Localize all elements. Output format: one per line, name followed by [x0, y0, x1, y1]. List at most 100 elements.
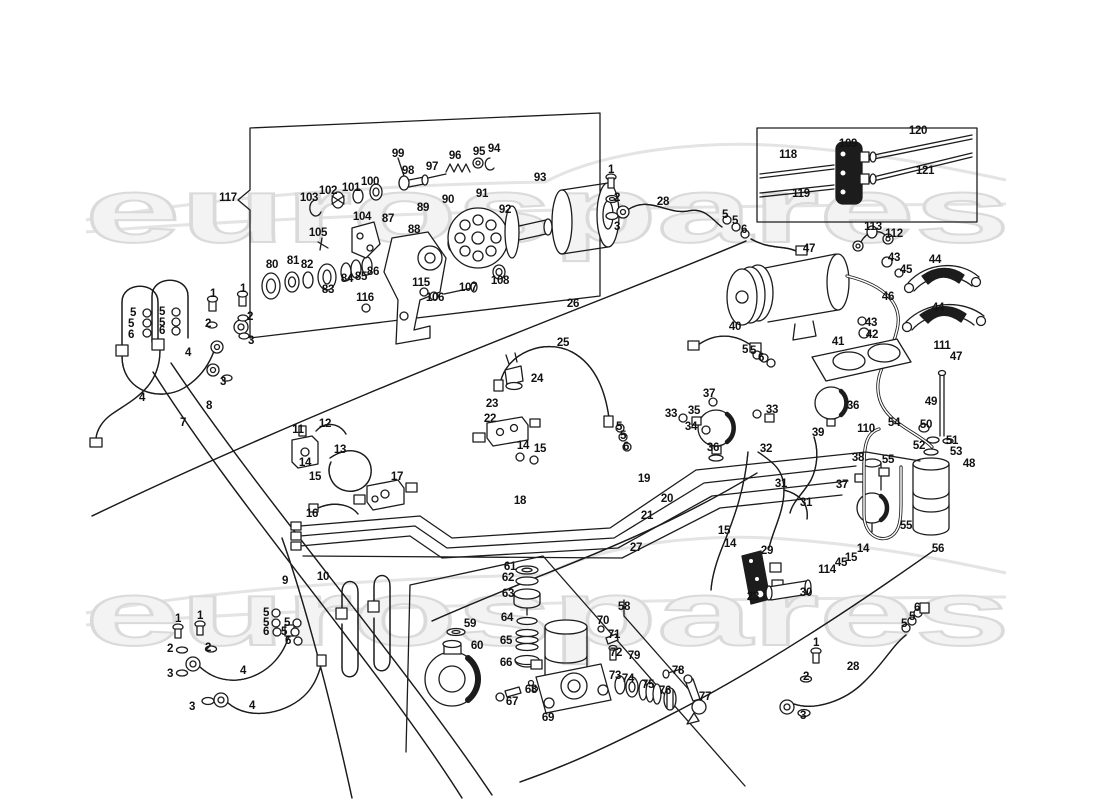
part-label-51: 51: [945, 435, 959, 447]
part-label-40: 40: [728, 321, 742, 333]
part-label-90: 90: [441, 194, 455, 206]
part-label-2: 2: [802, 671, 810, 683]
part-label-66: 66: [499, 657, 513, 669]
part-label-5: 5: [129, 307, 137, 319]
part-label-3: 3: [219, 376, 227, 388]
part-label-102: 102: [318, 185, 338, 197]
part-label-11: 11: [292, 424, 304, 436]
part-label-87: 87: [381, 213, 395, 225]
part-label-96: 96: [448, 150, 462, 162]
part-label-94: 94: [487, 143, 501, 155]
hoses-12-13-16: [308, 423, 372, 515]
section-frame-lines: [405, 555, 746, 787]
part-label-70: 70: [596, 615, 610, 627]
part-label-106: 106: [425, 292, 445, 304]
car-silhouette-bottom: [85, 535, 1007, 615]
part-label-33: 33: [664, 408, 678, 420]
part-label-19: 19: [637, 473, 651, 485]
part-label-14: 14: [856, 543, 870, 555]
part-label-98: 98: [401, 165, 415, 177]
part-label-5: 5: [749, 345, 757, 357]
part-label-55: 55: [899, 520, 913, 532]
part-label-85: 85: [354, 271, 368, 283]
part-label-21: 21: [640, 510, 654, 522]
pipe-bundle-18-21: [290, 451, 921, 559]
part-label-65: 65: [499, 635, 513, 647]
part-label-79: 79: [627, 650, 641, 662]
part-label-58: 58: [617, 601, 631, 613]
part-label-75: 75: [641, 679, 655, 691]
part-label-83: 83: [321, 284, 335, 296]
part-label-13: 13: [333, 444, 347, 456]
part-label-18: 18: [513, 495, 527, 507]
part-label-64: 64: [500, 612, 514, 624]
part-label-5: 5: [900, 618, 908, 630]
part-label-4: 4: [184, 347, 192, 359]
part-label-77: 77: [698, 691, 712, 703]
hose-25-switch-24: [493, 345, 614, 428]
part-label-42: 42: [865, 329, 879, 341]
long-pipes: [91, 240, 934, 799]
part-label-3: 3: [166, 668, 174, 680]
part-label-4: 4: [248, 700, 256, 712]
bracket-109: [835, 141, 863, 205]
gasket-41: [811, 316, 912, 382]
part-label-119: 119: [792, 188, 810, 200]
part-label-104: 104: [352, 211, 372, 223]
part-label-2: 2: [204, 642, 212, 654]
part-label-10: 10: [316, 571, 330, 583]
reservoir-48: [912, 369, 954, 536]
part-label-6: 6: [740, 224, 748, 236]
part-label-86: 86: [366, 266, 380, 278]
part-label-71: 71: [607, 629, 621, 641]
part-label-8: 8: [205, 400, 213, 412]
part-label-7: 7: [179, 417, 187, 429]
pipes-31-32-39: [710, 436, 818, 591]
part-label-110: 110: [857, 423, 875, 435]
part-label-109: 109: [838, 138, 858, 150]
part-label-6: 6: [158, 325, 166, 337]
hairpin-pipes: [335, 574, 391, 678]
part-label-5: 5: [721, 209, 729, 221]
part-label-15: 15: [533, 443, 547, 455]
part-label-62: 62: [501, 572, 515, 584]
junction-blocks: [291, 416, 541, 511]
part-label-1: 1: [209, 288, 217, 300]
part-label-101: 101: [341, 182, 361, 194]
part-label-6: 6: [913, 602, 921, 614]
part-label-3: 3: [247, 335, 255, 347]
compressor: [726, 245, 850, 341]
part-label-6: 6: [284, 635, 292, 647]
part-label-97: 97: [425, 161, 439, 173]
part-label-105: 105: [308, 227, 328, 239]
part-label-6: 6: [127, 329, 135, 341]
part-label-1: 1: [196, 610, 204, 622]
part-label-4: 4: [138, 392, 146, 404]
part-label-113: 113: [864, 221, 882, 233]
part-label-82: 82: [300, 259, 314, 271]
part-label-49: 49: [924, 396, 938, 408]
part-label-5: 5: [158, 306, 166, 318]
part-label-14: 14: [723, 538, 737, 550]
part-label-1: 1: [812, 637, 820, 649]
part-label-61: 61: [503, 561, 517, 573]
part-label-32: 32: [759, 443, 773, 455]
part-label-2: 2: [246, 311, 254, 323]
part-label-72: 72: [609, 647, 623, 659]
part-label-67: 67: [505, 696, 519, 708]
part-label-108: 108: [490, 275, 510, 287]
part-label-95: 95: [472, 146, 486, 158]
part-label-100: 100: [360, 176, 380, 188]
fittings-112-113: [852, 225, 904, 278]
part-label-80: 80: [265, 259, 279, 271]
part-label-28: 28: [656, 196, 670, 208]
part-label-14: 14: [298, 457, 312, 469]
pump-assembly: [261, 157, 620, 345]
part-label-28: 28: [846, 661, 860, 673]
part-label-2: 2: [204, 318, 212, 330]
part-label-116: 116: [356, 292, 374, 304]
part-label-5: 5: [127, 318, 135, 330]
clamps-44: [901, 265, 987, 333]
part-label-14: 14: [516, 440, 530, 452]
